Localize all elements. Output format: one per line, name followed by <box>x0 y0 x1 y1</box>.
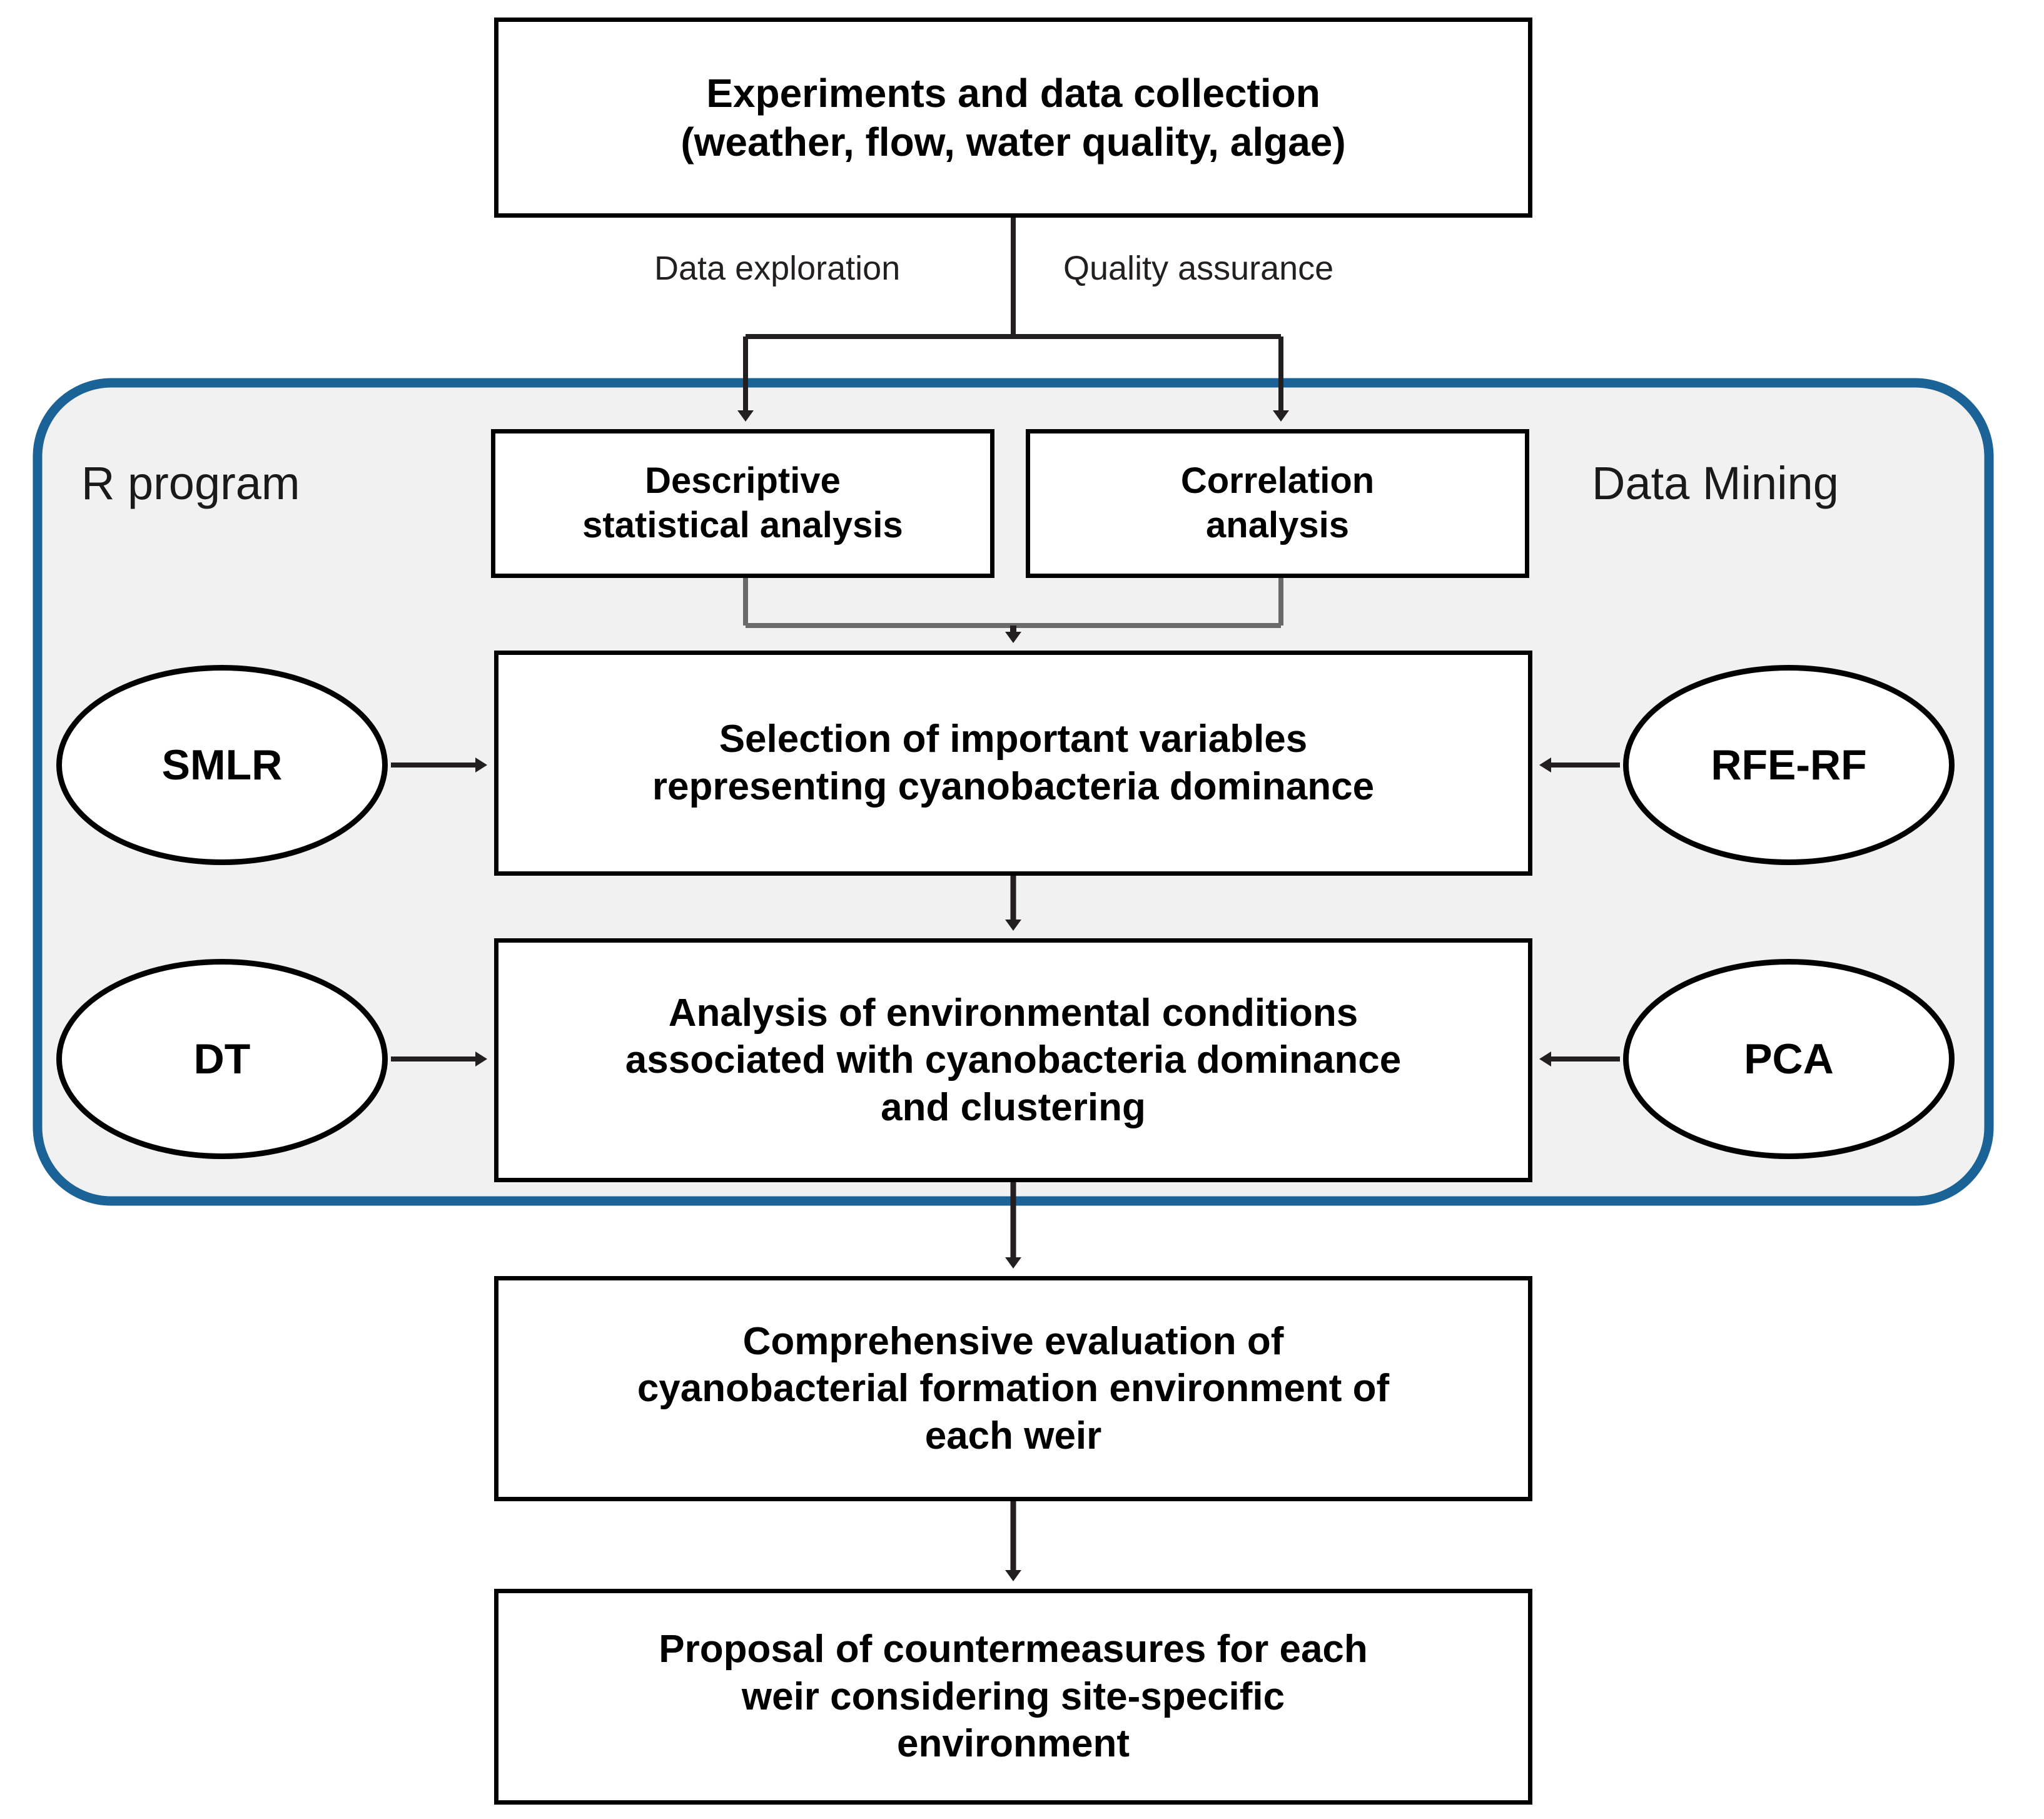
node-method-smlr[interactable]: SMLR <box>56 665 388 865</box>
node-method-rfe-rf[interactable]: RFE-RF <box>1623 665 1955 865</box>
node-proposal-of-countermeasures[interactable]: Proposal of countermeasures for each wei… <box>494 1589 1532 1805</box>
node-label: Analysis of environmental conditions ass… <box>625 991 1402 1129</box>
node-label: PCA <box>1744 1035 1834 1083</box>
node-label: Selection of important variables represe… <box>652 717 1375 808</box>
edge-label-data-exploration: Data exploration <box>654 250 901 287</box>
node-selection-of-important-variables[interactable]: Selection of important variables represe… <box>494 651 1532 876</box>
node-label: DT <box>193 1035 251 1083</box>
edge-label-quality-assurance: Quality assurance <box>1063 250 1334 287</box>
node-method-dt[interactable]: DT <box>56 959 388 1159</box>
node-label: SMLR <box>161 741 283 789</box>
node-label: Descriptive statistical analysis <box>582 460 903 545</box>
node-method-pca[interactable]: PCA <box>1623 959 1955 1159</box>
node-analysis-of-environmental-conditions[interactable]: Analysis of environmental conditions ass… <box>494 938 1532 1182</box>
node-comprehensive-evaluation[interactable]: Comprehensive evaluation of cyanobacteri… <box>494 1276 1532 1501</box>
node-label: Experiments and data collection (weather… <box>680 70 1346 165</box>
node-experiments-and-data-collection[interactable]: Experiments and data collection (weather… <box>494 18 1532 218</box>
node-label: Proposal of countermeasures for each wei… <box>659 1628 1368 1766</box>
node-correlation-analysis[interactable]: Correlation analysis <box>1026 429 1529 578</box>
node-descriptive-statistical-analysis[interactable]: Descriptive statistical analysis <box>491 429 994 578</box>
group-label-data-mining: Data Mining <box>1592 457 1839 509</box>
node-label: Comprehensive evaluation of cyanobacteri… <box>637 1319 1390 1457</box>
group-label-r-program: R program <box>81 457 300 509</box>
node-label: Correlation analysis <box>1180 460 1375 545</box>
connector-experiments-split <box>746 218 1281 339</box>
node-label: RFE-RF <box>1711 741 1867 789</box>
